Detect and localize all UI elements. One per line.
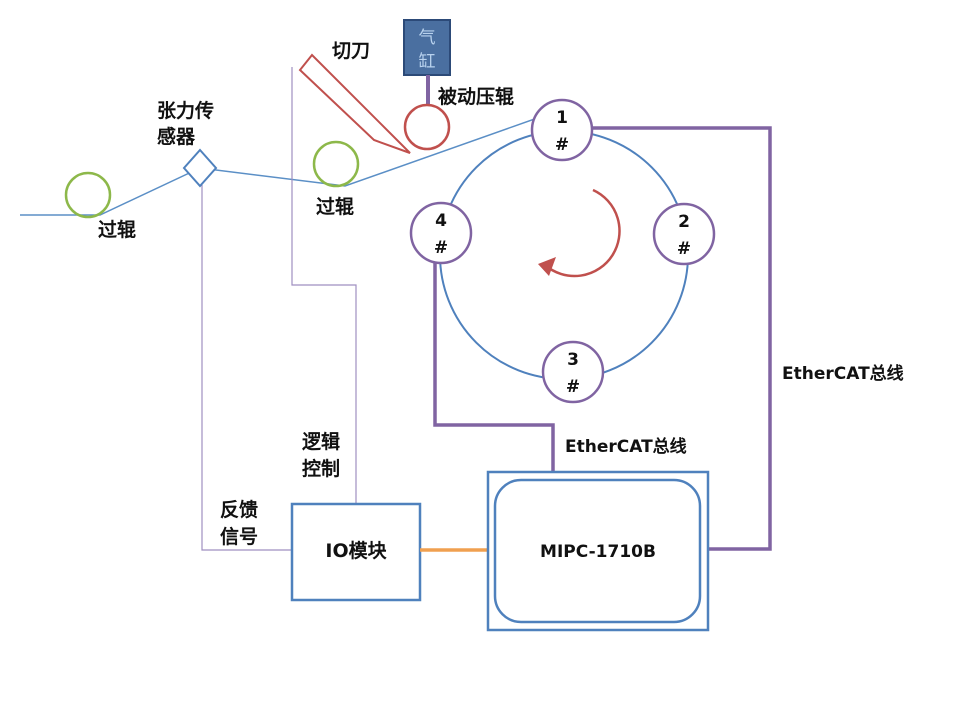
axis-node-3-number: 3 xyxy=(567,350,579,370)
passive-pressure-roller xyxy=(403,103,451,151)
axis-node-1: 1 # xyxy=(530,98,594,162)
cylinder-label-line2: 缸 xyxy=(419,51,436,72)
io-module-label: IO模块 xyxy=(325,539,387,562)
rotary-wheel-circle xyxy=(439,130,689,380)
io-module-box xyxy=(290,502,422,602)
web-path-line xyxy=(20,109,561,216)
feedback-signal-line xyxy=(201,185,292,551)
axis-node-1-mark: # xyxy=(555,135,569,155)
tension-sensor-label-line1: 张力传 xyxy=(157,99,214,122)
rotation-arrowhead xyxy=(538,257,556,276)
logic-control-label-line2: 控制 xyxy=(302,457,340,480)
axis-node-3: 3 # xyxy=(541,340,605,404)
logic-control-line xyxy=(291,67,357,504)
axis-node-1-number: 1 xyxy=(556,108,568,128)
tension-sensor-diamond xyxy=(182,148,218,188)
cutter-label: 切刀 xyxy=(332,40,370,62)
ethercat-right-label: EtherCAT总线 xyxy=(782,363,904,384)
cutter-blade-icon xyxy=(298,53,411,154)
controller-label: MIPC-1710B xyxy=(540,542,656,562)
feedback-label-line1: 反馈 xyxy=(220,498,258,521)
axis-node-3-mark: # xyxy=(566,377,580,397)
idler-roller-left xyxy=(64,171,112,219)
ethercat-bottom-label: EtherCAT总线 xyxy=(565,436,687,457)
ethercat-bus-bottom xyxy=(433,260,555,472)
axis-node-2-number: 2 xyxy=(678,212,690,232)
logic-control-label-line1: 逻辑 xyxy=(302,430,340,453)
feedback-label-line2: 信号 xyxy=(220,525,258,548)
ethercat-bus-right xyxy=(590,126,772,551)
passive-roller-label: 被动压辊 xyxy=(438,85,514,108)
axis-node-4-number: 4 xyxy=(435,211,447,231)
tension-sensor-label-line2: 感器 xyxy=(157,125,196,148)
idler-roller-middle xyxy=(312,140,360,188)
rotation-arrow-icon xyxy=(544,188,621,278)
axis-node-2-mark: # xyxy=(677,239,691,259)
axis-node-2: 2 # xyxy=(652,202,716,266)
axis-node-4-mark: # xyxy=(434,238,448,258)
cylinder-label-line1: 气 xyxy=(419,28,436,48)
axis-node-4: 4 # xyxy=(409,201,473,265)
idler-left-label: 过辊 xyxy=(98,218,136,241)
idler-middle-label: 过辊 xyxy=(316,195,354,218)
controller-inner-box xyxy=(493,478,702,624)
